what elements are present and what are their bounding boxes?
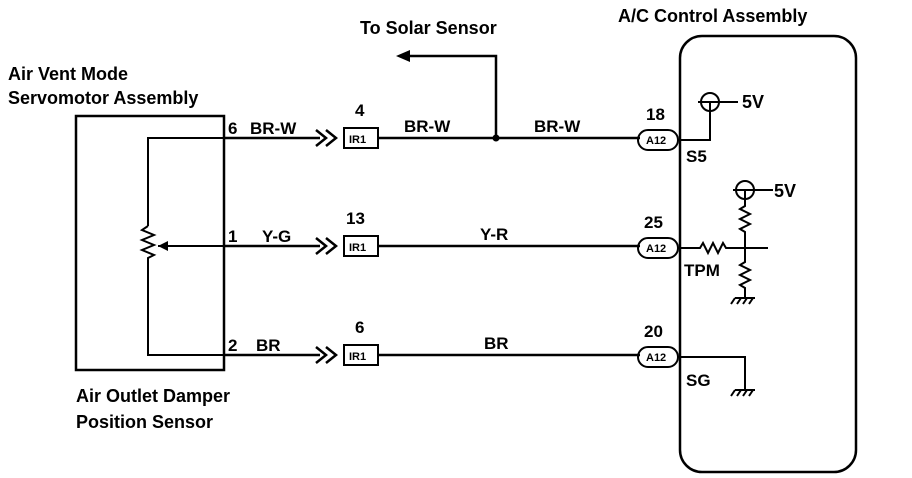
wire1-ecu-pin: 18 [646, 105, 665, 124]
pot-upper-lead [147, 137, 224, 226]
pullup-resistor [737, 190, 753, 248]
pot-resistor [139, 225, 224, 356]
wire2-servo-color: Y-G [262, 227, 291, 246]
wire1-terminal: S5 [686, 147, 707, 166]
sg-ground-symbol [730, 389, 755, 397]
wire2-conn-pin: 13 [346, 209, 365, 228]
pulldown-resistor [737, 248, 753, 298]
supply-mid-label: 5V [774, 181, 796, 201]
wire2-harness-color: Y-R [480, 225, 508, 244]
wire2-connector-chevrons [315, 237, 339, 255]
supply-top-label: 5V [742, 92, 764, 112]
wire2-ecu-pin: 25 [644, 213, 663, 232]
wire2-servo-pin: 1 [228, 227, 237, 246]
solar-branch-arrow [396, 50, 410, 62]
wire3-ecu-conn-label: A12 [646, 352, 666, 364]
tpm-ground-symbol [730, 297, 755, 305]
wire2-ecu-conn-label: A12 [646, 243, 666, 255]
servo-title-line2: Servomotor Assembly [8, 88, 198, 108]
wire1-harness-color: BR-W [404, 117, 451, 136]
sensor-title-line1: Air Outlet Damper [76, 386, 230, 406]
ac-control-title: A/C Control Assembly [618, 6, 807, 26]
wire3-connector-label: IR1 [349, 351, 366, 363]
wire1-conn-pin: 4 [355, 101, 365, 120]
wire1-ecu-conn-label: A12 [646, 135, 666, 147]
sensor-title-line2: Position Sensor [76, 412, 213, 432]
wire1-connector-chevrons [315, 129, 339, 147]
wire1-connector-label: IR1 [349, 134, 366, 146]
pot-wiper-arrow [158, 241, 168, 251]
wire3-servo-color: BR [256, 336, 281, 355]
solar-sensor-label: To Solar Sensor [360, 18, 497, 38]
wire3-terminal: SG [686, 371, 711, 390]
wire2-connector-label: IR1 [349, 242, 366, 254]
wire3-ecu-pin: 20 [644, 322, 663, 341]
wire1-servo-pin: 6 [228, 119, 237, 138]
wire1-harness-color-2: BR-W [534, 117, 581, 136]
wire1-internal [678, 102, 711, 141]
wire3-connector-chevrons [315, 346, 339, 364]
servomotor-box [74, 114, 226, 372]
wire3-conn-pin: 6 [355, 318, 364, 337]
wire3-servo-pin: 2 [228, 336, 237, 355]
wire3-harness-color: BR [484, 334, 509, 353]
solar-branch-wire [408, 54, 498, 138]
wire3-internal [678, 356, 746, 390]
servo-title-line1: Air Vent Mode [8, 64, 128, 84]
wire1-servo-color: BR-W [250, 119, 297, 138]
wire2-terminal: TPM [684, 261, 720, 280]
ac-control-box [678, 34, 858, 474]
wire2-series-resistor [678, 240, 768, 256]
